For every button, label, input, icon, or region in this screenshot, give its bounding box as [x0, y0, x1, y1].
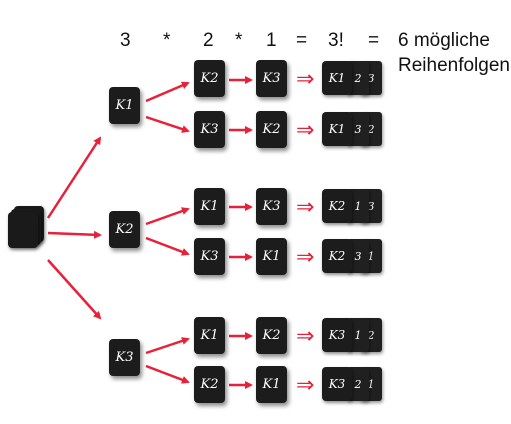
second-card-b1-p1: K2 — [194, 60, 225, 97]
result-b1-p1-first: K1 — [322, 61, 352, 95]
arrow-deck-to-branch-2 — [47, 230, 102, 239]
second-card-b2-p1: K1 — [194, 188, 225, 225]
third-card-b1-p2: K2 — [256, 111, 287, 148]
implies-symbol-b3-p1: ⇒ — [296, 324, 315, 349]
formula-multiply-2: * — [235, 30, 243, 51]
result-b1-p2-first: K1 — [322, 112, 352, 146]
first-card-branch-1: K1 — [109, 87, 140, 124]
formula-result-line-1: 6 mögliche — [398, 30, 490, 51]
third-card-b3-p1: K2 — [256, 317, 287, 354]
result-b2-p1-first: K2 — [322, 189, 352, 223]
result-b3-p1-second: 1 — [347, 318, 369, 352]
result-b3-p1-first: K3 — [322, 318, 352, 352]
first-card-branch-2: K2 — [109, 211, 140, 248]
arrow-deck-to-branch-1 — [46, 136, 102, 219]
second-card-b1-p2: K3 — [194, 111, 225, 148]
result-b1-p1-second: 2 — [347, 61, 369, 95]
formula-multiply-1: * — [163, 30, 171, 51]
result-b3-p2-first: K3 — [322, 367, 352, 401]
result-b3-p2-second: 2 — [347, 367, 369, 401]
arrow-b3-to-second-1 — [145, 337, 190, 355]
second-card-b3-p2: K2 — [194, 366, 225, 403]
formula-equals-1: = — [296, 30, 308, 51]
implies-symbol-b2-p1: ⇒ — [296, 195, 315, 220]
formula-result-line-2: Reihenfolgen — [398, 55, 510, 76]
formula-factorial: 3! — [328, 30, 344, 51]
formula-equals-2: = — [368, 30, 380, 51]
result-b2-p2-first: K2 — [322, 239, 352, 273]
third-card-b2-p1: K3 — [256, 188, 287, 225]
second-card-b3-p1: K1 — [194, 317, 225, 354]
third-card-b1-p1: K3 — [256, 60, 287, 97]
first-card-branch-3: K3 — [109, 339, 140, 376]
implies-symbol-b2-p2: ⇒ — [296, 245, 315, 270]
implies-symbol-b3-p2: ⇒ — [296, 373, 315, 398]
result-b1-p2-second: 3 — [347, 112, 369, 146]
arrow-b2-to-second-2 — [145, 236, 190, 256]
arrow-b3-to-second-2 — [145, 364, 190, 384]
result-b2-p2-second: 3 — [347, 239, 369, 273]
result-b2-p1-second: 1 — [347, 189, 369, 223]
formula-factor-2: 2 — [203, 30, 214, 51]
formula-factor-3: 1 — [266, 30, 277, 51]
third-card-b3-p2: K1 — [256, 366, 287, 403]
third-card-b2-p2: K1 — [256, 238, 287, 275]
arrow-deck-to-branch-3 — [47, 259, 102, 320]
arrow-b1-to-second-1 — [145, 81, 190, 103]
implies-symbol-b1-p1: ⇒ — [296, 67, 315, 92]
arrow-b2-to-second-1 — [145, 207, 190, 226]
arrow-b1-to-second-2 — [145, 115, 190, 133]
formula-factor-1: 3 — [120, 30, 131, 51]
second-card-b2-p2: K3 — [194, 238, 225, 275]
implies-symbol-b1-p2: ⇒ — [296, 118, 315, 143]
deck-card-front — [8, 212, 38, 248]
